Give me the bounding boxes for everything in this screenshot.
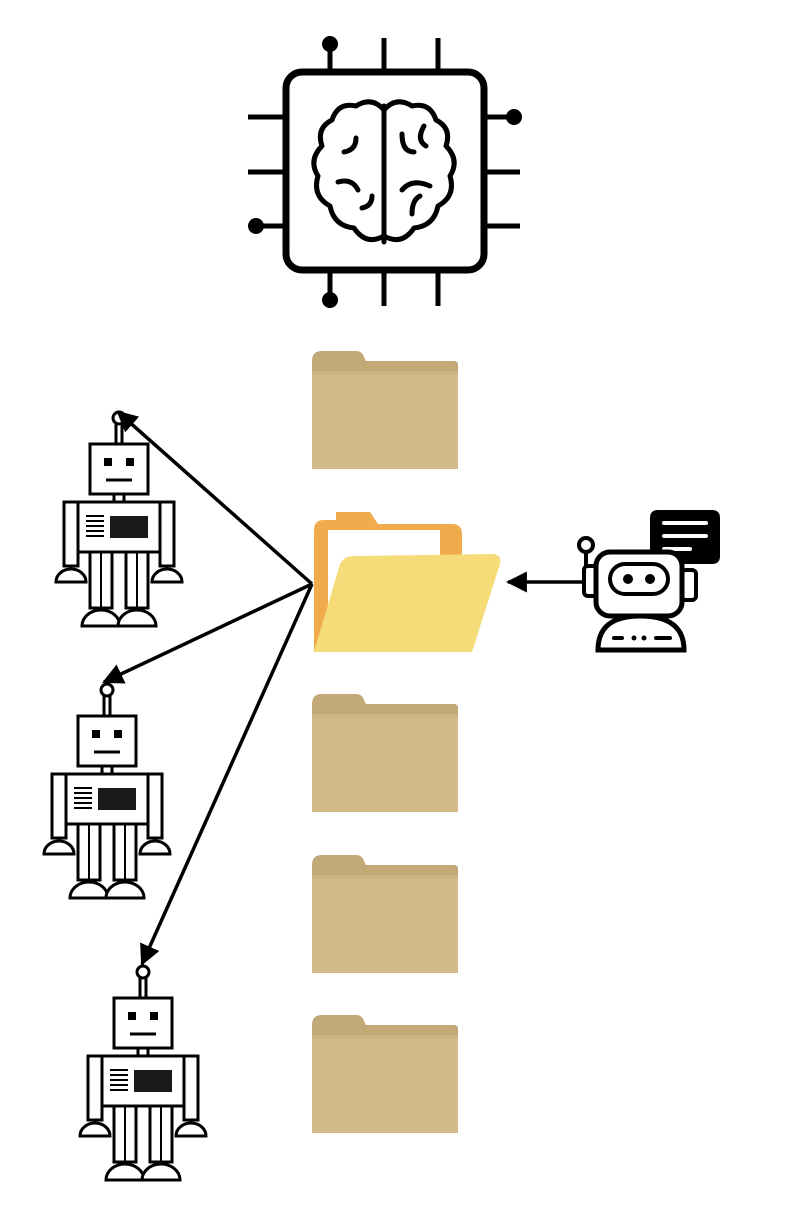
folder-icon bbox=[312, 351, 458, 469]
arrows bbox=[102, 410, 582, 966]
robot-icon bbox=[54, 410, 184, 628]
brain-chip-icon bbox=[248, 36, 522, 308]
open-folder-icon bbox=[314, 512, 501, 652]
chatbot-icon bbox=[577, 510, 720, 653]
robot-icon bbox=[78, 964, 208, 1182]
folder-icon bbox=[312, 855, 458, 973]
folder-icon bbox=[312, 1015, 458, 1133]
arrow-folder-to-robot-3 bbox=[140, 583, 314, 966]
robot-icon bbox=[42, 682, 172, 900]
arrow-folder-to-robot-2 bbox=[102, 582, 313, 684]
arrow-folder-to-robot-1 bbox=[116, 410, 314, 586]
folder-icon bbox=[312, 694, 458, 812]
